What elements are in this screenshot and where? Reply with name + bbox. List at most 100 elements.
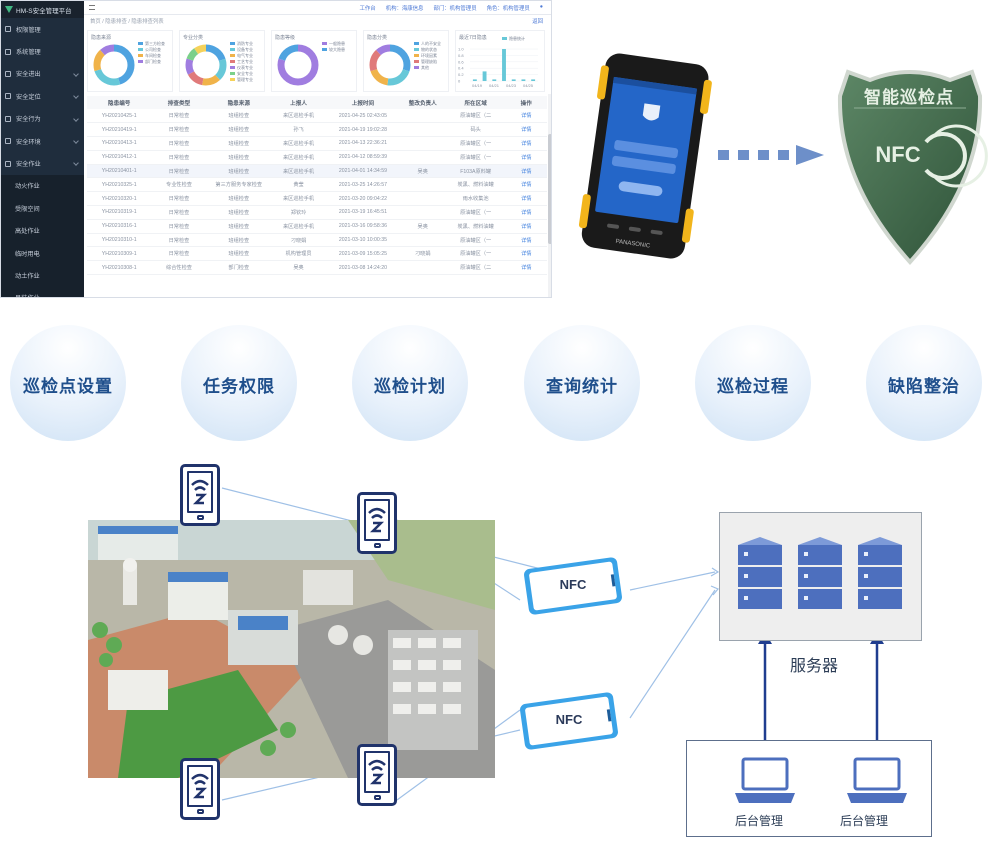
- column-header[interactable]: 隐患来源: [206, 96, 271, 109]
- table-cell: 炭黑、燃料油罐: [445, 219, 506, 234]
- column-header[interactable]: 所在区域: [445, 96, 506, 109]
- table-cell: YH20210319-1: [87, 205, 152, 220]
- legend-label: 第三方检查: [145, 41, 165, 46]
- hamburger-icon[interactable]: [89, 5, 95, 10]
- details-link[interactable]: 详情: [505, 246, 547, 262]
- details-link[interactable]: 详情: [505, 150, 547, 165]
- user-avatar-icon[interactable]: ●: [539, 4, 543, 10]
- table-scrollbar[interactable]: [548, 94, 551, 297]
- top-link[interactable]: 角色：机构管理员: [486, 6, 530, 12]
- table-cell: 2021-04-19 19:02:28: [326, 122, 400, 138]
- legend-label: 安全专业: [237, 71, 253, 76]
- details-link[interactable]: 详情: [505, 191, 547, 207]
- table-cell: [399, 150, 446, 165]
- details-link[interactable]: 详情: [505, 164, 547, 179]
- top-link[interactable]: 工作台: [359, 6, 376, 12]
- column-header[interactable]: 排查类型: [151, 96, 207, 109]
- top-link[interactable]: 部门：机构管理员: [433, 6, 477, 12]
- sidebar-item[interactable]: 安全环境: [1, 130, 84, 152]
- sidebar-item-label: 动火作业: [15, 183, 40, 191]
- column-header[interactable]: 整改负责人: [399, 96, 446, 109]
- legend-label: 一般隐患: [329, 41, 345, 46]
- sidebar-item[interactable]: 安全进出: [1, 63, 84, 85]
- column-header[interactable]: 隐患编号: [87, 96, 152, 109]
- table-cell: 炭黑、燃料油罐: [445, 177, 506, 193]
- table-cell: 2021-03-19 16:45:51: [326, 205, 400, 220]
- column-header[interactable]: 操作: [505, 96, 547, 109]
- legend-item: 消防专业: [230, 41, 253, 47]
- table-cell: 雨水收集池: [445, 191, 506, 207]
- table-cell: 原油罐区（二: [445, 109, 506, 124]
- nfc-wave-icon: [368, 759, 386, 785]
- sidebar-item[interactable]: 权限管理: [1, 18, 84, 40]
- table-cell: 班组检查: [206, 109, 271, 124]
- details-link[interactable]: 详情: [505, 177, 547, 193]
- table-cell: 2021-03-08 14:24:20: [326, 260, 400, 276]
- details-link[interactable]: 详情: [505, 122, 547, 138]
- feature-bubble[interactable]: 缺陷整治: [866, 325, 982, 441]
- details-link[interactable]: 详情: [505, 205, 547, 220]
- feature-bubble[interactable]: 巡检点设置: [10, 325, 126, 441]
- table-cell: 吴奥: [399, 219, 446, 234]
- y-tick-label: 0: [458, 79, 461, 84]
- feature-bubble[interactable]: 任务权限: [181, 325, 297, 441]
- details-link[interactable]: 详情: [505, 136, 547, 151]
- details-link[interactable]: 详情: [505, 260, 547, 276]
- sidebar-item[interactable]: 吊装作业: [1, 286, 84, 297]
- table-cell: 日常检查: [151, 109, 207, 124]
- card-title: 最近7日隐患: [459, 35, 487, 41]
- sidebar-item[interactable]: 高处作业: [1, 219, 84, 242]
- column-header[interactable]: 上报时间: [326, 96, 400, 109]
- app-screenshot: HM-S安全管理平台 权限管理系统管理安全进出安全定位安全行为安全环境安全作业动…: [0, 0, 552, 298]
- nfc-tablet-label: NFC: [559, 577, 587, 592]
- sidebar-item[interactable]: 安全定位: [1, 85, 84, 107]
- back-link[interactable]: 返回: [532, 19, 543, 25]
- legend-item: 较大隐患: [322, 47, 345, 53]
- table-cell: 原油罐区（二: [445, 260, 506, 276]
- sidebar-item[interactable]: 安全行为: [1, 108, 84, 130]
- details-link[interactable]: 详情: [505, 109, 547, 124]
- sidebar-item-label: 系统管理: [16, 49, 41, 57]
- details-link[interactable]: 详情: [505, 219, 547, 234]
- feature-label: 缺陷整治: [888, 377, 960, 396]
- scrollbar-thumb[interactable]: [548, 134, 551, 244]
- app-top-bar: 工作台 机构：海康信息 部门：机构管理员 角色：机构管理员 ●: [84, 1, 551, 15]
- feature-bubble[interactable]: 巡检计划: [352, 325, 468, 441]
- sidebar-item[interactable]: 系统管理: [1, 40, 84, 62]
- sidebar-item[interactable]: 动火作业: [1, 174, 84, 198]
- shield-title: 智能巡检点: [864, 88, 954, 107]
- feature-bubble[interactable]: 巡检过程: [695, 325, 811, 441]
- feature-label: 任务权限: [203, 377, 275, 396]
- chart-legend: 消防专业设备专业电气专业工艺专业仪表专业安全专业管理专业: [230, 41, 253, 83]
- phone-top-right: [357, 492, 397, 554]
- feature-label: 巡检过程: [717, 377, 789, 396]
- sidebar-item[interactable]: 临时用电: [1, 241, 84, 265]
- sidebar-item[interactable]: 受限空间: [1, 197, 84, 220]
- details-link[interactable]: 详情: [505, 233, 547, 248]
- breadcrumb: 首页 / 隐患排查 / 隐患排查列表 返回: [84, 15, 551, 29]
- table-cell: YH20210401-1: [87, 164, 152, 179]
- table-cell: 班组检查: [206, 191, 271, 207]
- admin-terminals: [686, 740, 932, 837]
- column-header[interactable]: 上报人: [270, 96, 327, 109]
- feature-bubble[interactable]: 查询统计: [524, 325, 640, 441]
- table-cell: [399, 136, 446, 151]
- legend-label: 物的状态: [421, 47, 437, 52]
- legend-item: 第三方检查: [138, 41, 165, 47]
- sidebar-item[interactable]: 安全作业: [1, 152, 84, 174]
- top-link[interactable]: 机构：海康信息: [385, 6, 424, 12]
- table-cell: 班组检查: [206, 233, 271, 248]
- sidebar-item[interactable]: 动土作业: [1, 264, 84, 287]
